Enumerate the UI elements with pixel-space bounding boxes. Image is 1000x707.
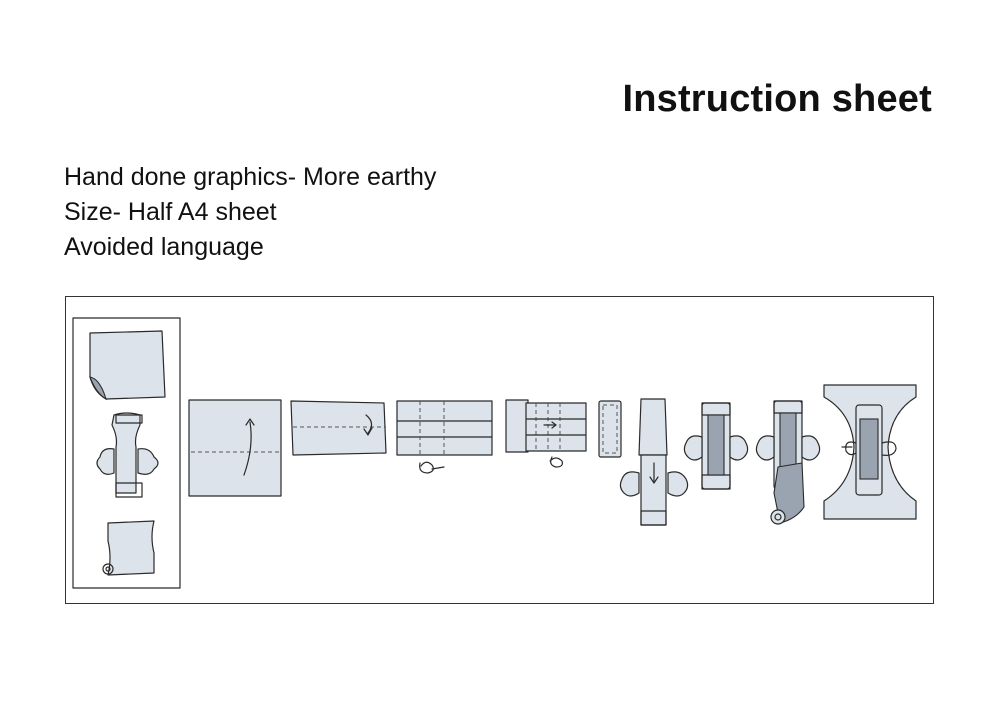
- pad-package-icon: [72, 317, 181, 589]
- insert-strip-icon: [619, 398, 689, 526]
- note-language: Avoided language: [64, 233, 264, 261]
- design-notes: Hand done graphics- More earthy Size- Ha…: [64, 160, 436, 265]
- instruction-illustration-frame: [65, 296, 934, 604]
- unfold-square-icon: [188, 399, 282, 497]
- page-title: Instruction sheet: [622, 78, 932, 120]
- note-size: Size- Half A4 sheet: [64, 198, 277, 226]
- wings-wrap-icon: [683, 402, 749, 490]
- roll-wrapper-icon: [755, 400, 821, 525]
- instruction-illustration: [72, 317, 917, 589]
- folded-strip-icon: [598, 400, 622, 458]
- wrap-underwear-icon: [823, 384, 917, 520]
- fold-in-thirds-icon: [396, 400, 493, 474]
- note-graphics: Hand done graphics- More earthy: [64, 163, 437, 191]
- fold-pleats-icon: [505, 399, 587, 468]
- fold-in-half-icon: [290, 400, 387, 456]
